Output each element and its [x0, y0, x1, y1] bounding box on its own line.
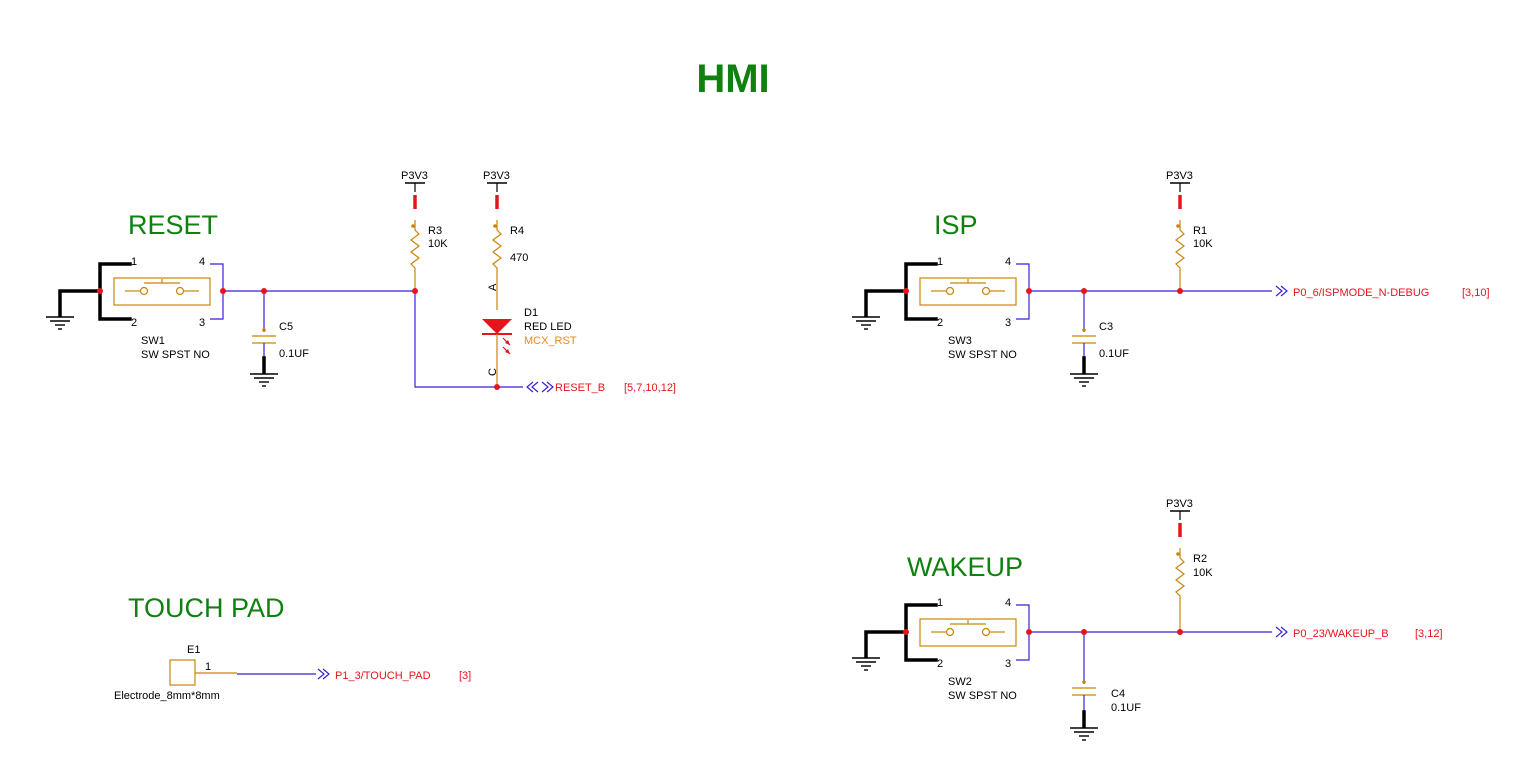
resistor-r4: P3V3 R4 470	[483, 170, 528, 310]
resistor-r1: P3V3 R1 10K	[1166, 170, 1213, 291]
sw2-pin-3: 3	[1005, 658, 1011, 670]
capacitor-c3: C3 0.1UF	[1072, 321, 1129, 360]
page-title: HMI	[696, 57, 769, 101]
switch-sw3: 1 2 4 3 SW3 SW SPST NO	[904, 256, 1030, 361]
r3-value: 10K	[428, 238, 448, 250]
ground-symbol	[1070, 356, 1098, 387]
sw2-pin-4: 4	[1005, 597, 1011, 609]
section-touch-heading: TOUCH PAD	[128, 593, 285, 623]
c3-ref: C3	[1099, 321, 1113, 333]
sw1-type: SW SPST NO	[141, 349, 210, 361]
sw3-type: SW SPST NO	[948, 349, 1017, 361]
led-anode-label: A	[487, 283, 499, 291]
sw1-ref: SW1	[141, 335, 165, 347]
wakeup-circuit: 1 2 4 3 SW2 SW SPST NO C4 0.1UF	[852, 498, 1443, 741]
reset-circuit: 1 2 4 3 SW1 SW SPST NO C5 0.1UF	[46, 170, 676, 394]
r4-ref: R4	[510, 225, 524, 237]
section-reset-heading: RESET	[128, 210, 218, 240]
net-isp-refs: [3,10]	[1462, 287, 1490, 299]
sw2-pin-2: 2	[937, 658, 943, 670]
r1-power-label: P3V3	[1166, 170, 1193, 182]
led-label: MCX_RST	[524, 335, 577, 347]
sw1-pin-1: 1	[131, 256, 137, 268]
net-reset-refs: [5,7,10,12]	[624, 382, 676, 394]
ground-symbol	[1070, 710, 1098, 741]
e1-ref: E1	[187, 644, 200, 656]
sw2-pin-1: 1	[937, 597, 943, 609]
net-isp-name: P0_6/ISPMODE_N-DEBUG	[1293, 287, 1429, 299]
net-port-wakeup: P0_23/WAKEUP_B [3,12]	[1275, 626, 1443, 640]
resistor-r3: P3V3 R3 10K	[401, 170, 448, 291]
sw2-ref: SW2	[948, 676, 972, 688]
net-port-touch: P1_3/TOUCH_PAD [3]	[317, 668, 471, 682]
isp-circuit: 1 2 4 3 SW3 SW SPST NO C3 0.1UF	[852, 170, 1490, 387]
sw1-pin-3: 3	[199, 317, 205, 329]
led-value: RED LED	[524, 321, 572, 333]
e1-value: Electrode_8mm*8mm	[114, 690, 220, 702]
sw1-pin-4: 4	[199, 256, 205, 268]
net-wakeup-name: P0_23/WAKEUP_B	[1293, 628, 1389, 640]
switch-sw2: 1 2 4 3 SW2 SW SPST NO	[904, 597, 1030, 702]
c4-value: 0.1UF	[1111, 702, 1141, 714]
r1-ref: R1	[1193, 225, 1207, 237]
sw3-pin-4: 4	[1005, 256, 1011, 268]
c4-ref: C4	[1111, 688, 1125, 700]
c5-ref: C5	[279, 321, 293, 333]
net-touch-refs: [3]	[459, 670, 471, 682]
r3-power-label: P3V3	[401, 170, 428, 182]
r1-value: 10K	[1193, 238, 1213, 250]
net-reset-name: RESET_B	[555, 382, 605, 394]
r2-value: 10K	[1193, 567, 1213, 579]
net-port-isp: P0_6/ISPMODE_N-DEBUG [3,10]	[1275, 285, 1490, 299]
led-cathode-label: C	[487, 368, 499, 376]
electrode-e1: E1 1 Electrode_8mm*8mm	[114, 644, 237, 702]
e1-pin: 1	[205, 661, 211, 673]
ground-symbol	[46, 289, 102, 330]
led-d1: A C D1 RED LED MCX_RST	[482, 283, 577, 387]
sw3-pin-3: 3	[1005, 317, 1011, 329]
r4-power-label: P3V3	[483, 170, 510, 182]
touch-pad-circuit: E1 1 Electrode_8mm*8mm P1_3/TOUCH_PAD [3…	[114, 644, 471, 702]
sw3-pin-2: 2	[937, 317, 943, 329]
ground-symbol	[852, 289, 908, 330]
section-isp-heading: ISP	[934, 210, 978, 240]
sw1-pin-2: 2	[131, 317, 137, 329]
r3-ref: R3	[428, 225, 442, 237]
capacitor-c4: C4 0.1UF	[1072, 680, 1141, 714]
net-touch-name: P1_3/TOUCH_PAD	[335, 670, 431, 682]
r4-value: 470	[510, 252, 528, 264]
resistor-r2: P3V3 R2 10K	[1166, 498, 1213, 632]
sw3-pin-1: 1	[937, 256, 943, 268]
ground-symbol	[852, 630, 908, 671]
net-wakeup-refs: [3,12]	[1415, 628, 1443, 640]
net-port-reset: RESET_B [5,7,10,12]	[526, 381, 676, 394]
sw3-ref: SW3	[948, 335, 972, 347]
c3-value: 0.1UF	[1099, 348, 1129, 360]
r2-ref: R2	[1193, 553, 1207, 565]
sw2-type: SW SPST NO	[948, 690, 1017, 702]
switch-sw1: 1 2 4 3 SW1 SW SPST NO	[98, 256, 224, 361]
capacitor-c5: C5 0.1UF	[252, 321, 309, 360]
section-wakeup-heading: WAKEUP	[907, 552, 1023, 582]
led-ref: D1	[524, 307, 538, 319]
r2-power-label: P3V3	[1166, 498, 1193, 510]
ground-symbol	[250, 356, 278, 387]
c5-value: 0.1UF	[279, 348, 309, 360]
